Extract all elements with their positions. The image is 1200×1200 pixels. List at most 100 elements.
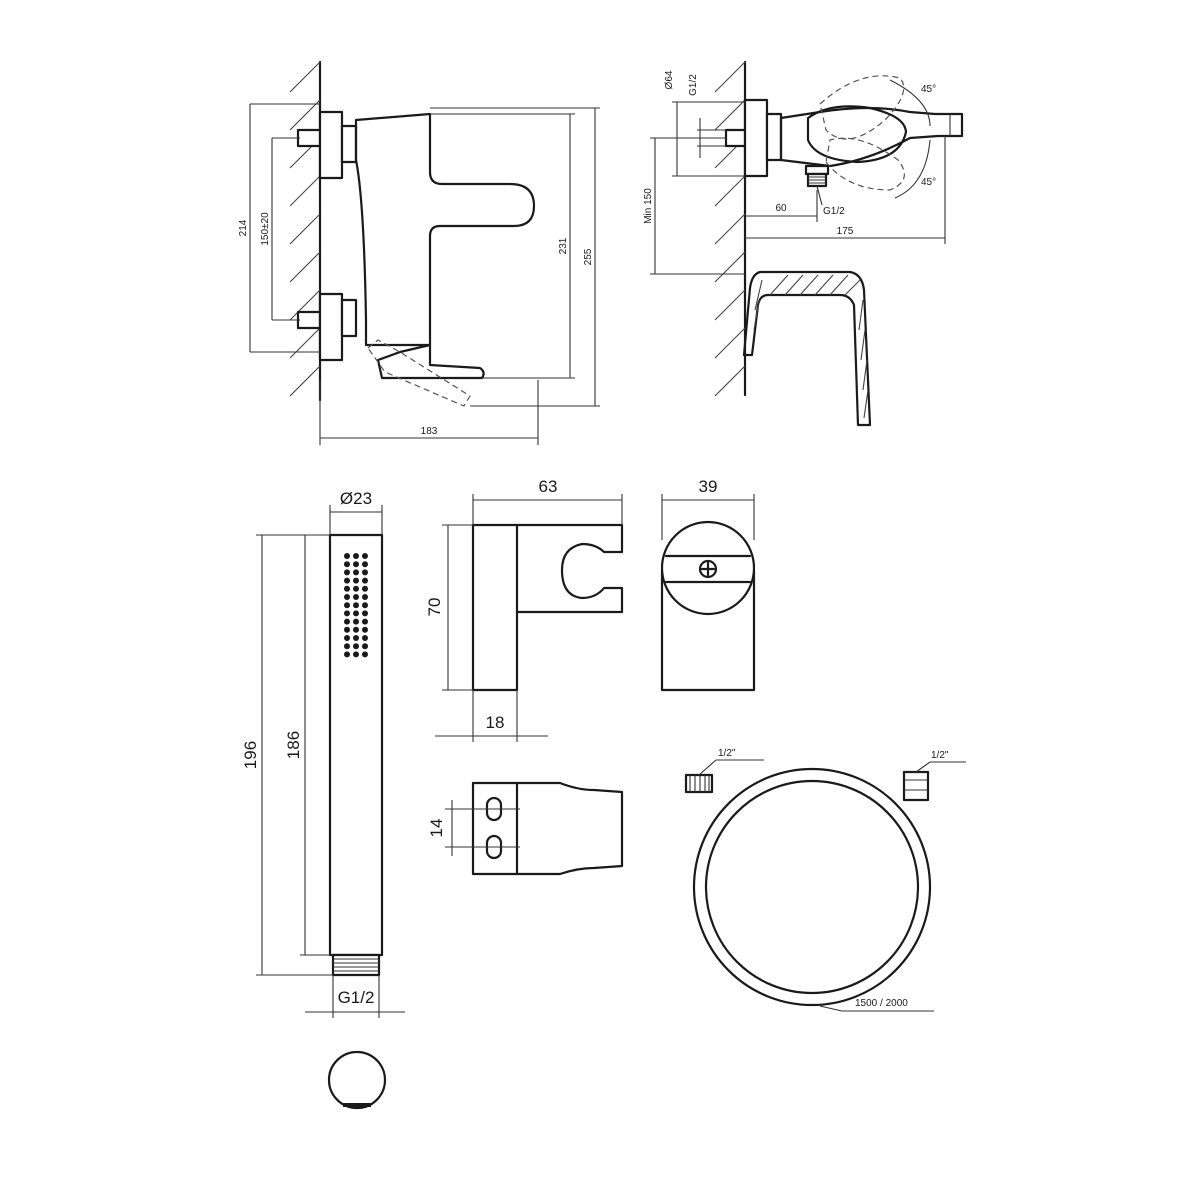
lever-rotated-down	[825, 137, 905, 191]
mixer-body	[354, 112, 536, 347]
nozzle	[344, 635, 350, 641]
nozzle	[344, 569, 350, 576]
inlet-stub-bottom	[296, 310, 322, 330]
hand-shower-view: Ø23 196 186 G1/2	[241, 489, 405, 1110]
holder-arm	[515, 523, 624, 614]
nozzle	[353, 569, 359, 576]
eccentric-bottom	[340, 298, 358, 338]
angle-45-top: 45°	[921, 84, 936, 95]
lever-alt-position	[367, 339, 471, 407]
nozzle	[362, 651, 368, 658]
dim-text-196: 196	[241, 741, 260, 769]
wall-hatching	[714, 61, 746, 397]
wall-holder-views: 63 70 18 39 14	[425, 477, 756, 876]
nozzle	[344, 651, 350, 658]
nozzle	[353, 561, 359, 568]
hose-nut-right	[902, 770, 930, 802]
nozzle	[362, 577, 368, 584]
outlet-nut	[804, 164, 830, 176]
lever-rotated-up	[819, 75, 905, 140]
holder-base	[471, 523, 519, 692]
nozzle	[353, 577, 359, 584]
holder-top-view	[471, 781, 624, 876]
section-hatching	[753, 274, 869, 419]
nozzle	[353, 610, 359, 617]
nozzle	[344, 594, 350, 600]
hose-view: 1/2" 1/2" 1500 / 2000	[684, 748, 966, 1012]
nozzle	[362, 585, 368, 592]
dim-text-60: 60	[775, 203, 787, 214]
nozzle	[353, 626, 359, 633]
nozzle-grid	[344, 553, 368, 658]
dim-text-half-left: 1/2"	[718, 748, 736, 759]
nozzle	[362, 643, 368, 650]
dim-text-hose-length: 1500 / 2000	[855, 998, 908, 1009]
dim-text-70: 70	[425, 598, 444, 617]
dim-text-231: 231	[558, 237, 569, 254]
nozzle	[362, 618, 368, 625]
dim-text-214: 214	[238, 219, 249, 236]
nozzle	[344, 610, 350, 617]
arc-45-top	[889, 79, 931, 127]
dim-text-183: 183	[421, 426, 438, 437]
nozzle	[344, 553, 350, 559]
hand-shower-thread	[331, 953, 381, 977]
side-eccentric	[765, 112, 783, 162]
dim-text-g12: G1/2	[338, 988, 375, 1007]
nozzle	[353, 618, 359, 625]
dim-text-18: 18	[486, 713, 505, 732]
wall-hatching	[289, 61, 321, 397]
dim-text-g12-outlet: G1/2	[823, 206, 845, 217]
dim-text-39: 39	[699, 477, 718, 496]
dim-text-175: 175	[837, 226, 854, 237]
lever	[376, 343, 485, 380]
dim-text-63: 63	[539, 477, 558, 496]
side-inlet-stub	[724, 128, 747, 148]
dim-text-255: 255	[583, 248, 594, 265]
inlet-stub-top	[296, 128, 322, 148]
dim-text-min150: Min 150	[643, 188, 654, 224]
nozzle	[344, 585, 350, 592]
nozzle	[344, 643, 350, 650]
nozzle	[353, 602, 359, 609]
side-escutcheon	[743, 98, 769, 178]
nozzle	[353, 651, 359, 658]
mixer-front-view: 183 214 150±20 231 255	[238, 60, 600, 445]
nozzle	[353, 585, 359, 592]
mixer-side-view: 45° 45° G1/2 Ø64 G1/2 Min 150 60 175	[643, 60, 964, 427]
end-view-tab	[343, 1103, 371, 1107]
nozzle	[344, 561, 350, 568]
escutcheon-top	[318, 110, 344, 180]
lever-cross-section	[742, 270, 872, 427]
dim-text-half-right: 1/2"	[931, 750, 949, 761]
nozzle	[362, 594, 368, 600]
arc-45-bottom	[894, 139, 931, 199]
hose-outer	[692, 767, 932, 1007]
dim-text-d23: Ø23	[340, 489, 372, 508]
nozzle	[344, 618, 350, 625]
dim-text-150: 150±20	[260, 212, 271, 246]
eccentric-top	[340, 124, 358, 164]
nozzle	[353, 553, 359, 559]
hand-shower-end-view	[327, 1050, 387, 1110]
dim-text-g12-top: G1/2	[688, 74, 699, 96]
nozzle	[362, 569, 368, 576]
nozzle	[362, 635, 368, 641]
nozzle	[362, 561, 368, 568]
nozzle	[362, 602, 368, 609]
side-lever	[806, 105, 908, 164]
nozzle	[353, 635, 359, 641]
nozzle	[344, 602, 350, 609]
dim-text-d64: Ø64	[664, 70, 675, 89]
angle-45-bottom: 45°	[921, 177, 936, 188]
nozzle	[362, 626, 368, 633]
dim-text-14: 14	[427, 819, 446, 838]
dim-text-186: 186	[284, 731, 303, 759]
nozzle	[344, 577, 350, 584]
screw-icon	[698, 559, 718, 579]
nozzle	[353, 594, 359, 600]
nozzle	[362, 553, 368, 559]
nozzle	[362, 610, 368, 617]
nozzle	[344, 626, 350, 633]
